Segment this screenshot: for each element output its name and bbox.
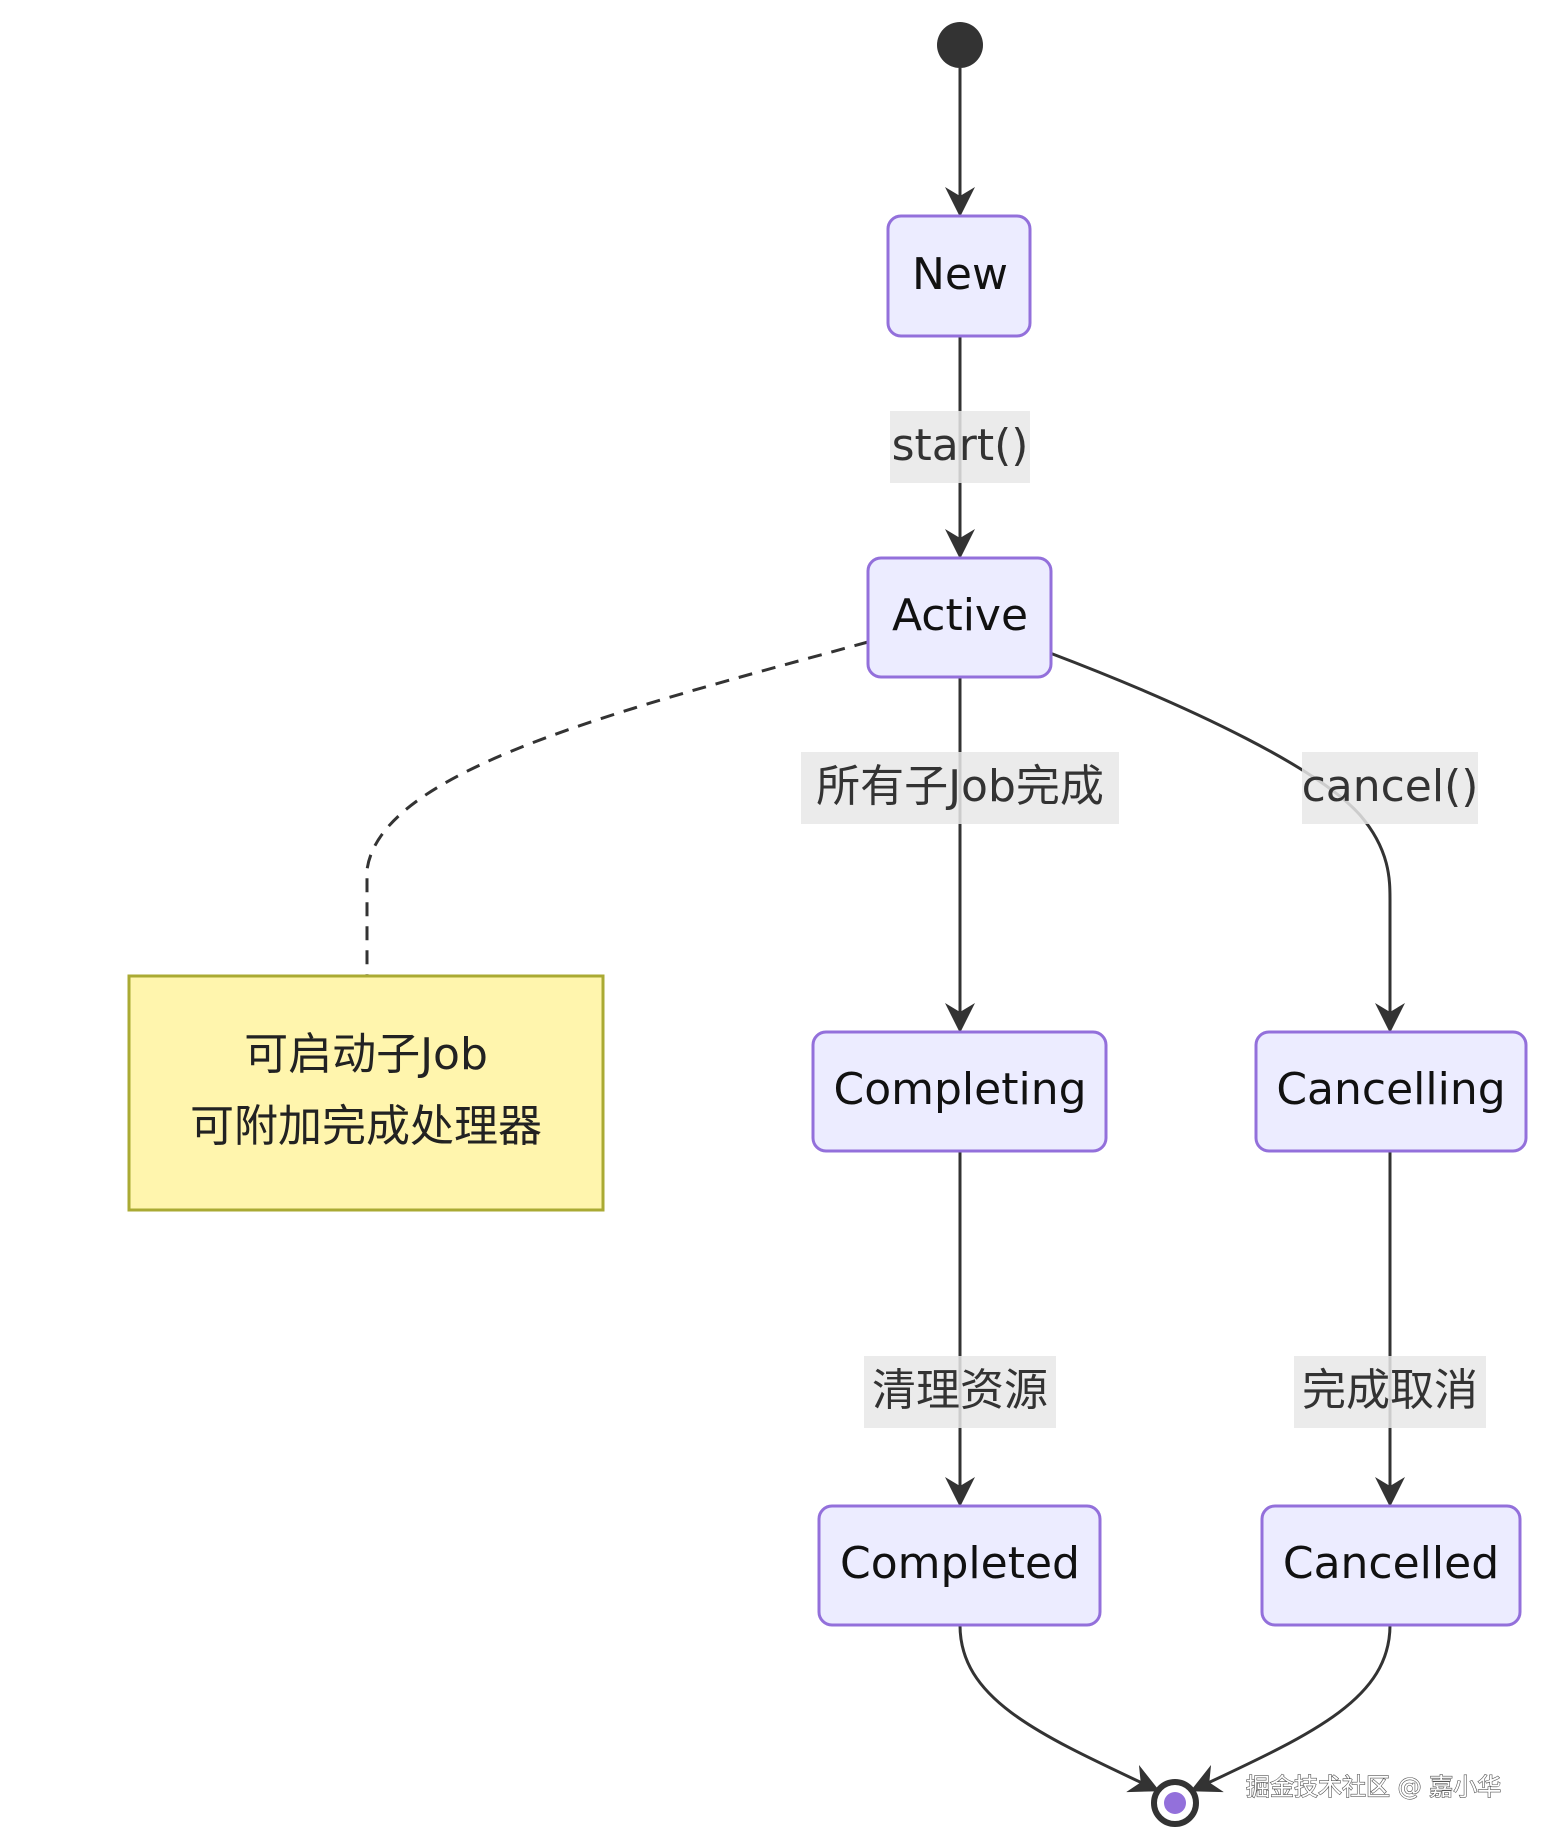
label-active-to-cancelling: cancel() xyxy=(1302,752,1479,824)
state-new: New xyxy=(886,214,1032,338)
state-active: Active xyxy=(866,556,1053,679)
edge-completed-to-end xyxy=(958,1624,1160,1793)
svg-text:所有子Job完成: 所有子Job完成 xyxy=(816,761,1104,812)
svg-text:清理资源: 清理资源 xyxy=(872,1365,1048,1416)
svg-text:Cancelling: Cancelling xyxy=(1276,1064,1505,1115)
edge-active-to-cancelling xyxy=(1049,651,1405,1033)
note-connector xyxy=(365,640,869,975)
end-node xyxy=(1151,1779,1199,1827)
svg-text:可启动子Job: 可启动子Job xyxy=(244,1029,488,1080)
svg-text:Completing: Completing xyxy=(833,1064,1086,1115)
label-active-to-completing: 所有子Job完成 xyxy=(801,752,1119,824)
label-completing-to-completed: 清理资源 xyxy=(864,1356,1056,1428)
note-active: 可启动子Job 可附加完成处理器 xyxy=(127,974,605,1212)
label-new-to-active: start() xyxy=(890,411,1030,483)
state-cancelled: Cancelled xyxy=(1260,1504,1522,1627)
svg-text:Active: Active xyxy=(892,590,1028,641)
state-cancelling: Cancelling xyxy=(1254,1030,1528,1153)
edge-cancelled-to-end xyxy=(1190,1624,1392,1793)
label-cancelling-to-cancelled: 完成取消 xyxy=(1294,1356,1486,1428)
svg-text:New: New xyxy=(912,249,1008,300)
svg-text:start(): start() xyxy=(892,420,1029,471)
watermark: 掘金技术社区 @ 嘉小华 xyxy=(1246,1773,1501,1801)
svg-text:可附加完成处理器: 可附加完成处理器 xyxy=(190,1101,542,1152)
svg-text:Cancelled: Cancelled xyxy=(1283,1538,1499,1589)
svg-text:完成取消: 完成取消 xyxy=(1302,1365,1478,1416)
state-completing: Completing xyxy=(811,1030,1108,1153)
state-completed: Completed xyxy=(817,1504,1102,1627)
start-node xyxy=(937,22,983,68)
svg-text:cancel(): cancel() xyxy=(1302,761,1479,812)
svg-text:Completed: Completed xyxy=(840,1538,1080,1589)
